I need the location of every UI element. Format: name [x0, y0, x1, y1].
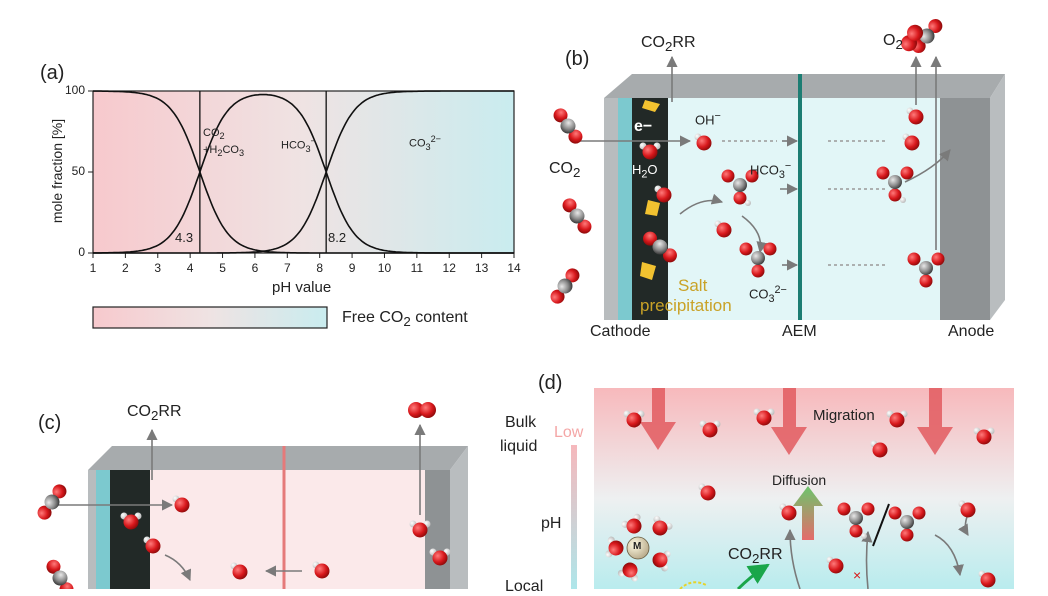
panel-b-diagram [547, 15, 1005, 320]
cathode-wall-left [604, 98, 618, 320]
anode-label: Anode [948, 323, 995, 340]
co2rr-label-c: CO2RR [127, 403, 182, 424]
x-tick-label: 6 [251, 261, 259, 275]
x-tick-label: 2 [122, 261, 129, 275]
aem-label: AEM [782, 323, 817, 340]
cathode-label: Cathode [590, 323, 651, 340]
co3-label-b: CO32− [749, 284, 787, 305]
co2rr-arrow [736, 563, 770, 589]
x-tick-label: 13 [474, 261, 489, 275]
co2-molecule [547, 265, 583, 307]
species-label-co2: CO2+H2CO3 [203, 127, 245, 159]
co2-molecule [43, 556, 77, 589]
reaction-arrow [934, 534, 964, 577]
panel-d-diagram: × [571, 388, 1014, 589]
local-label: Local [505, 578, 544, 595]
migration-arrows [640, 388, 953, 455]
cathode-gde [110, 470, 150, 589]
diffusion-label: Diffusion [772, 472, 827, 488]
reaction-arrow [741, 215, 768, 254]
x-tick-label: 11 [410, 261, 424, 275]
precipitation-label: precipitation [640, 296, 732, 315]
oh-label: OH− [695, 110, 721, 128]
salt-crystal [642, 100, 660, 112]
panel-letter-a: (a) [40, 62, 65, 84]
free-co2-colorbar [92, 306, 328, 329]
anode-plate-side [450, 446, 468, 589]
anode-plate [425, 470, 450, 589]
reaction-arrow [164, 554, 192, 582]
co2rr-label-d: CO2RR [728, 546, 783, 567]
blocked-mark: × [853, 567, 861, 583]
panel-letter-c: (c) [38, 412, 62, 434]
x-tick-label: 1 [89, 261, 97, 275]
electrolyte-region [150, 470, 430, 589]
electrolyte-region [632, 98, 940, 320]
cathode-membrane [618, 98, 632, 320]
separator-slash [872, 503, 890, 547]
reaction-arrow [679, 193, 724, 215]
plot-background-gradient [93, 91, 514, 253]
y-tick-label: 0 [78, 245, 85, 259]
anode-plate-side [990, 74, 1005, 320]
x-tick-label: 5 [219, 261, 226, 275]
y-tick-label: 100 [64, 83, 85, 97]
x-tick-label: 12 [442, 261, 456, 275]
panel-letter-b: (b) [565, 48, 590, 70]
panel-letter-d: (d) [538, 372, 563, 394]
panel-c-diagram [34, 402, 468, 589]
cathode-membrane [96, 470, 110, 589]
x-tick-label: 10 [377, 261, 392, 275]
hydrated-metal-cation [604, 512, 674, 583]
salt-crystal [640, 262, 656, 280]
liquid-label: liquid [500, 438, 538, 455]
cathode-wall-left [88, 470, 96, 589]
electron-label: e− [634, 118, 653, 135]
ph-scale-bar [571, 445, 577, 589]
panel-a-chart [88, 90, 515, 329]
x-tick-label: 8 [316, 261, 324, 275]
cell-back-top [604, 74, 1005, 98]
x-tick-label: 9 [348, 261, 356, 275]
cell-back-top [88, 446, 468, 470]
series-line-3 [93, 90, 514, 254]
x-tick-label: 14 [507, 261, 521, 275]
metal-cation-label: M [633, 541, 642, 552]
species-label-co3: CO32− [409, 134, 442, 152]
o2-label: O2 [883, 32, 903, 53]
co2-label: CO2 [549, 160, 581, 181]
hco3-label-b: HCO3− [750, 160, 792, 181]
axis-ticks [88, 90, 515, 258]
colorbar-label: Free CO2 content [342, 309, 468, 330]
anode-plate [940, 98, 990, 320]
low-label: Low [554, 424, 584, 441]
salt-label: Salt [678, 276, 708, 295]
pka-label-1: 4.3 [175, 230, 194, 245]
bulk-label: Bulk [505, 414, 537, 431]
salt-crystal [645, 200, 660, 216]
reaction-arrow [861, 530, 873, 589]
y-tick-label: 50 [71, 164, 85, 178]
co2-molecule [550, 105, 586, 147]
x-tick-label: 7 [283, 261, 291, 275]
o2-molecule [408, 402, 436, 418]
pka-label-2: 8.2 [328, 230, 347, 245]
x-tick-label: 4 [186, 261, 194, 275]
reaction-arrow [904, 149, 951, 183]
species-label-hco3: HCO3− [281, 136, 316, 154]
series-line-2 [93, 93, 514, 254]
species-curves [93, 90, 514, 254]
x-tick-label: 3 [154, 261, 162, 275]
reaction-arrow [784, 528, 801, 589]
co2-molecule [34, 481, 70, 523]
ph-label: pH [541, 515, 562, 532]
h2o-label: H2O [632, 162, 658, 181]
x-axis-label: pH value [272, 279, 332, 296]
dashed-ring [679, 581, 707, 589]
diffusion-arrow [793, 486, 823, 540]
migration-label: Migration [813, 407, 875, 424]
co2rr-label: CO2RR [641, 34, 696, 55]
co2-molecule [559, 195, 595, 237]
